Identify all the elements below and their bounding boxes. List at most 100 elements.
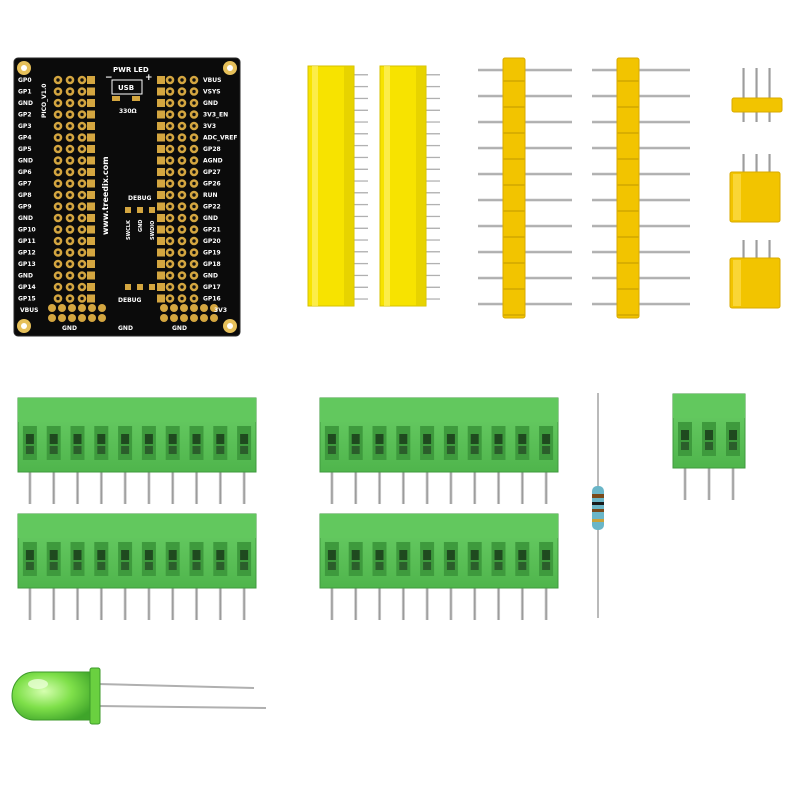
- debug-pad: [125, 284, 131, 290]
- pcb-pad-hole: [56, 204, 60, 209]
- header-pin: [424, 85, 440, 88]
- screw-terminal: [17, 397, 257, 504]
- pcb-pin-label-left: GP4: [18, 135, 32, 142]
- terminal-wire-entry: [73, 562, 82, 570]
- terminal-top: [18, 398, 256, 422]
- terminal-screw: [423, 434, 432, 444]
- header-seam: [503, 132, 525, 134]
- pcb-pad: [200, 314, 208, 322]
- pcb-pad-square: [157, 156, 165, 165]
- pcb-pad: [160, 304, 168, 312]
- header-seam: [503, 80, 525, 82]
- terminal-wire-entry: [729, 442, 737, 450]
- terminal-pin: [218, 586, 222, 620]
- pcb-pad-square: [87, 237, 95, 245]
- pcb-pad-hole: [56, 273, 60, 278]
- pcb-pad-hole: [68, 273, 72, 278]
- jumper-3pin-strip: [731, 68, 783, 122]
- terminal-wire-entry: [470, 446, 479, 454]
- pcb-pad-hole: [56, 89, 60, 94]
- pcb-pin-label-right: 3V3: [203, 123, 216, 130]
- pcb-pin-label-right: 3V3_EN: [203, 112, 228, 119]
- header-seam: [617, 184, 639, 186]
- pcb-pad-hole: [180, 273, 184, 278]
- jumper-highlight: [733, 260, 741, 306]
- pcb-pad: [68, 304, 76, 312]
- pcb-pad-hole: [80, 296, 84, 301]
- terminal-pin: [401, 586, 405, 620]
- pcb-pin-label-left: GND: [18, 273, 33, 280]
- pcb-pad-hole: [80, 181, 84, 186]
- header-pin: [352, 286, 368, 288]
- pcb-pin-label-right: GP20: [203, 238, 221, 245]
- terminal-pin: [28, 470, 32, 504]
- terminal-wire-entry: [216, 446, 225, 454]
- pcb-pin-label-right: GP18: [203, 261, 221, 268]
- pcb-pad-hole: [80, 112, 84, 117]
- terminal-screw: [542, 434, 551, 444]
- terminal-screw: [729, 430, 737, 440]
- pcb-pad-hole: [192, 250, 196, 255]
- pcb-pad-hole: [192, 262, 196, 266]
- header-pin: [424, 298, 440, 300]
- header-pin: [592, 224, 690, 228]
- terminal-screw: [97, 434, 106, 444]
- pcb-pad: [78, 304, 86, 312]
- pcb-pad-square: [157, 110, 165, 119]
- pcb-pad-hole: [80, 216, 84, 220]
- pcb-pad: [88, 314, 96, 322]
- pcb-pin-label-right: GP17: [203, 284, 221, 291]
- pcb-pad-square: [157, 133, 165, 142]
- header-pin: [424, 215, 440, 218]
- terminal-pin: [123, 470, 127, 504]
- header-pin: [592, 146, 690, 150]
- pcb-pad-hole: [192, 273, 196, 278]
- pcb-pad-hole: [56, 181, 60, 186]
- pcb-pin-label-left: GP11: [18, 238, 36, 245]
- terminal-screw: [446, 434, 455, 444]
- terminal-pin: [75, 586, 80, 620]
- terminal-screw: [97, 550, 106, 560]
- pcb-pad: [78, 314, 86, 322]
- pcb-pad-hole: [56, 250, 60, 255]
- terminal-pin: [171, 470, 175, 504]
- pcb-pad-square: [157, 76, 165, 84]
- terminal-screw: [216, 550, 225, 560]
- usb-label: USB: [118, 84, 134, 92]
- terminal-screw: [399, 434, 408, 444]
- pcb-pad-hole: [192, 78, 196, 82]
- terminal-screw: [240, 434, 249, 444]
- pcb-pin-label-left: GP0: [18, 77, 32, 84]
- pcb-pad: [48, 304, 56, 312]
- resistor-body: [592, 486, 604, 530]
- header-pin: [424, 168, 440, 170]
- pcb-pad-hole: [68, 181, 72, 186]
- pcb-pad-hole: [180, 216, 184, 220]
- header-pin: [424, 133, 440, 135]
- resistor-band: [592, 519, 604, 522]
- header-pin: [352, 251, 368, 253]
- pcb-pad: [190, 314, 198, 322]
- pcb-pad-square: [87, 202, 95, 211]
- screw-terminal-blocks: [17, 393, 746, 620]
- terminal-screw: [518, 434, 527, 444]
- terminal-screw: [144, 434, 153, 444]
- pcb-pad: [210, 304, 218, 312]
- debug-pad: [125, 207, 131, 213]
- pcb-pad-hole: [80, 227, 84, 232]
- pcb-pad-hole: [168, 101, 172, 105]
- pcb-pad-square: [157, 283, 165, 291]
- pcb-pad-hole: [192, 101, 196, 105]
- gnd-bottom-left: GND: [62, 325, 77, 332]
- terminal-wire-entry: [705, 442, 713, 450]
- terminal-screw: [327, 434, 336, 444]
- pcb-pin-label-left: GP13: [18, 261, 36, 268]
- jumper-pin: [742, 154, 745, 180]
- terminal-pin: [147, 470, 151, 504]
- debug-top-label: DEBUG: [128, 195, 152, 202]
- terminal-pin: [171, 586, 175, 620]
- terminal-wire-entry: [144, 562, 153, 570]
- terminal-wire-entry: [542, 446, 551, 454]
- header-seam: [503, 184, 525, 186]
- header-pin: [424, 144, 440, 147]
